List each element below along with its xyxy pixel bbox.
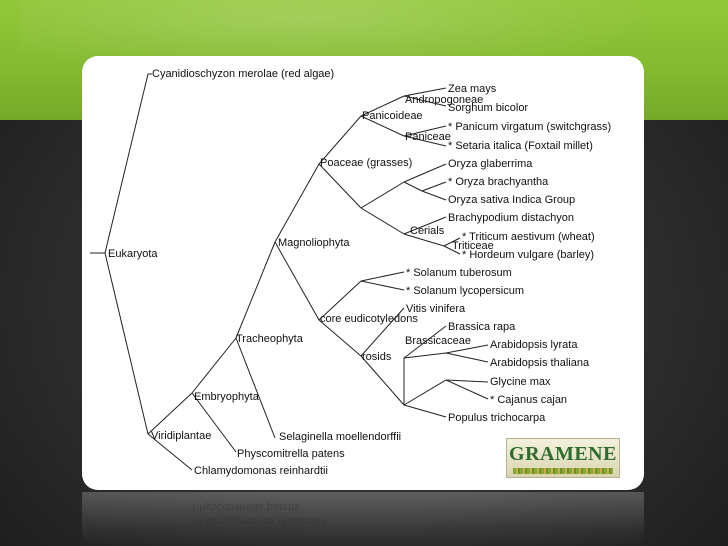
node-panicoideae: Panicoideae [362,110,423,122]
node-magnoliophyta: Magnoliophyta [278,237,350,249]
node-tracheophyta: Tracheophyta [236,333,304,345]
leaf-oryza-glaberrima: Oryza glaberrima [448,158,533,170]
node-cerials: Cerials [410,225,445,237]
node-rosids: rosids [362,351,392,363]
leaf-triticum-aestivum: * Triticum aestivum (wheat) [462,231,595,243]
leaf-zea-mays: Zea mays [448,83,497,95]
leaf-panicum-virgatum: * Panicum virgatum (switchgrass) [448,121,611,133]
node-poaceae: Poaceae (grasses) [320,157,412,169]
leaf-arabidopsis-thaliana: Arabidopsis thaliana [490,357,590,369]
leaf-cajanus-cajan: * Cajanus cajan [490,394,567,406]
gramene-logo: GRAMENE [506,438,620,478]
node-viridiplantae: Viridiplantae [151,430,211,442]
leaf-oryza-brachyantha: * Oryza brachyantha [448,176,549,188]
node-eukaryota: Eukaryota [108,248,158,260]
leaf-solanum-lycopersicum: * Solanum lycopersicum [406,285,524,297]
node-paniceae: Paniceae [405,131,451,143]
card-reflection: Chlamydomonas reinhardtii Physcomitrella… [82,492,644,546]
tree-branches [90,73,489,471]
node-andropogoneae: Andropogoneae [405,94,483,106]
gramene-logo-grass [513,468,613,474]
gramene-logo-text: GRAMENE [509,443,617,465]
leaf-hordeum-vulgare: * Hordeum vulgare (barley) [462,249,594,261]
phylogenetic-tree: Eukaryota Viridiplantae Embryophyta Trac… [90,68,611,477]
leaf-brachypodium: Brachypodium distachyon [448,212,574,224]
node-triticeae: Triticeae [452,240,494,252]
leaf-arabidopsis-lyrata: Arabidopsis lyrata [490,339,578,351]
node-brassicaceae: Brassicaceae [405,335,471,347]
leaf-cyanidioschyzon: Cyanidioschyzon merolae (red algae) [152,68,334,80]
leaf-sorghum-bicolor: Sorghum bicolor [448,102,528,114]
leaf-glycine-max: Glycine max [490,376,551,388]
leaf-chlamydomonas: Chlamydomonas reinhardtii [194,465,328,477]
node-core-eudicotyledons: core eudicotyledons [320,313,418,325]
leaf-physcomitrella: Physcomitrella patens [237,448,345,460]
leaf-vitis-vinifera: Vitis vinifera [406,303,466,315]
diagram-card: Eukaryota Viridiplantae Embryophyta Trac… [82,56,644,490]
leaf-brassica-rapa: Brassica rapa [448,321,516,333]
leaf-oryza-sativa: Oryza sativa Indica Group [448,194,575,206]
leaf-selaginella: Selaginella moellendorffii [279,431,401,443]
node-embryophyta: Embryophyta [194,391,260,403]
leaf-solanum-tuberosum: * Solanum tuberosum [406,267,512,279]
reflection-text: Chlamydomonas reinhardtii Physcomitrella… [192,501,326,527]
leaf-populus-trichocarpa: Populus trichocarpa [448,412,546,424]
leaf-setaria-italica: * Setaria italica (Foxtail millet) [448,140,593,152]
